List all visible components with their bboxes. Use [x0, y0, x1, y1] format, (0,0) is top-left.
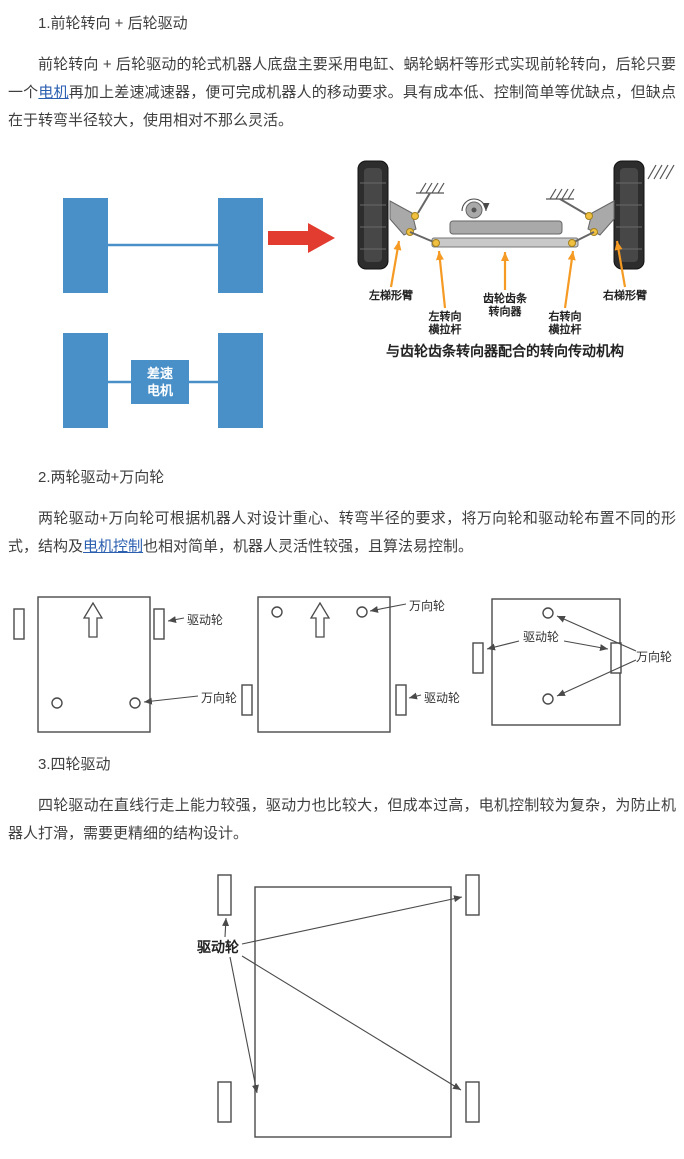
corner-fixed-mount	[647, 164, 675, 180]
chassis-outline	[254, 886, 452, 1138]
svg-text:齿轮齿条: 齿轮齿条	[483, 291, 528, 305]
right-caster-wheel	[356, 606, 368, 618]
chassis-outline	[37, 596, 151, 733]
bottom-caster-wheel	[542, 693, 554, 705]
chassis-outline	[257, 596, 391, 733]
section2-paragraph: 两轮驱动+万向轮可根据机器人对设计重心、转弯半径的要求，将万向轮和驱动轮布置不同…	[8, 505, 676, 561]
caster-wheel-label: 万向轮	[409, 598, 445, 613]
top-caster-wheel	[542, 607, 554, 619]
diff-motor-label-line2: 电机	[147, 383, 173, 398]
caster-wheel-label: 万向轮	[636, 649, 672, 664]
diff-motor-box	[131, 360, 189, 404]
label-right-tie-rod: 右转向 横拉杆	[548, 250, 582, 336]
steering-mechanism-diagram: 左梯形臂 左转向 横拉杆 齿轮齿条 转向器 右转向 横拉杆 右梯形臂 与齿轮	[357, 160, 675, 359]
label-rack-pinion-steer: 齿轮齿条 转向器	[483, 252, 528, 318]
right-drive-wheel	[610, 642, 622, 674]
section1-paragraph: 前轮转向 + 后轮驱动的轮式机器人底盘主要采用电缸、蜗轮蜗杆等形式实现前轮转向，…	[8, 51, 676, 135]
left-drive-wheel	[241, 684, 253, 716]
label-right-arm: 右梯形臂	[602, 240, 647, 302]
red-arrow	[268, 223, 335, 253]
caster-wheel-label: 万向轮	[201, 690, 237, 705]
figure-four-wheel-drive: 驱动轮	[197, 874, 480, 1138]
direction-arrow	[82, 601, 104, 638]
drive-wheel-label: 驱动轮	[197, 939, 239, 955]
front-right-wheel-block	[218, 198, 263, 293]
rear-right-wheel-block	[218, 333, 263, 428]
layout-c: 驱动轮 万向轮	[472, 598, 672, 726]
front-right-drive-wheel	[465, 874, 480, 916]
section2-text-1: 两轮驱动+万向轮可根据机器人对设计重心、转弯半径的要求，将万向轮和驱动轮布置不同…	[8, 510, 676, 555]
section2-title: 2.两轮驱动+万向轮	[38, 469, 165, 486]
rear-left-drive-wheel	[217, 1081, 232, 1123]
rotation-arrow	[461, 198, 490, 212]
front-left-wheel-block	[63, 198, 108, 293]
diff-motor-label-line1: 差速	[147, 366, 173, 381]
right-knuckle-arm	[585, 200, 615, 236]
rack-housing	[449, 220, 563, 235]
right-drive-wheel	[153, 608, 165, 640]
svg-text:横拉杆: 横拉杆	[549, 322, 582, 336]
section2-text-2: 也相对简单，机器人灵活性较强，且算法易控制。	[143, 538, 474, 555]
svg-text:转向器: 转向器	[489, 304, 523, 318]
rack-and-pinion	[409, 198, 595, 248]
left-fixed-mount	[416, 182, 445, 214]
rear-right-drive-wheel	[465, 1081, 480, 1123]
center-fixed-mount	[546, 188, 590, 217]
rack-bar	[431, 237, 579, 248]
motor-control-link[interactable]: 电机控制	[83, 538, 144, 555]
left-tire	[357, 160, 389, 270]
section1-title: 1.前轮转向 + 后轮驱动	[38, 15, 188, 32]
svg-text:右梯形臂: 右梯形臂	[602, 288, 647, 302]
left-knuckle-arm	[389, 200, 419, 236]
svg-text:左梯形臂: 左梯形臂	[368, 288, 413, 302]
figure-two-wheel-drive-layouts: 驱动轮 万向轮 万向轮 驱动轮 驱动轮 万向轮	[13, 596, 672, 733]
svg-text:横拉杆: 横拉杆	[429, 322, 462, 336]
section3-text: 四轮驱动在直线行走上能力较强，驱动力也比较大，但成本过高，电机控制较为复杂，为防…	[8, 797, 676, 842]
section1-text-1: 前轮转向 + 后轮驱动的轮式机器人底盘主要采用电缸、蜗轮蜗杆等形式实现前轮转向，…	[8, 56, 676, 101]
right-drive-wheel	[395, 684, 407, 716]
four-wheel-chassis: 驱动轮	[197, 874, 480, 1138]
left-drive-wheel	[472, 642, 484, 674]
blue-chassis-diagram: 差速 电机	[63, 198, 263, 428]
left-caster-wheel	[51, 697, 63, 709]
section3-title: 3.四轮驱动	[38, 756, 111, 773]
left-drive-wheel	[13, 608, 25, 640]
front-left-drive-wheel	[217, 874, 232, 916]
drive-wheel-label: 驱动轮	[523, 630, 559, 644]
label-left-tie-rod: 左转向 横拉杆	[428, 250, 462, 336]
direction-arrow	[309, 601, 331, 638]
rear-left-wheel-block	[63, 333, 108, 428]
drive-wheel-label: 驱动轮	[424, 691, 460, 705]
left-caster-wheel	[271, 606, 283, 618]
right-caster-wheel	[129, 697, 141, 709]
chassis-outline	[491, 598, 621, 726]
section3-paragraph: 四轮驱动在直线行走上能力较强，驱动力也比较大，但成本过高，电机控制较为复杂，为防…	[8, 792, 676, 848]
svg-text:右转向: 右转向	[548, 309, 582, 323]
figure-front-steer-rear-drive: 差速 电机	[63, 160, 675, 428]
label-left-arm: 左梯形臂	[368, 240, 413, 302]
motor-link[interactable]: 电机	[38, 84, 69, 101]
layout-b: 万向轮 驱动轮	[241, 596, 460, 733]
svg-text:左转向: 左转向	[428, 309, 462, 323]
drive-wheel-label: 驱动轮	[187, 613, 223, 627]
layout-a: 驱动轮 万向轮	[13, 596, 237, 733]
section1-text-2: 再加上差速减速器，便可完成机器人的移动要求。具有成本低、控制简单等优缺点，但缺点…	[8, 84, 676, 129]
figure1-caption: 与齿轮齿条转向器配合的转向传动机构	[386, 343, 624, 359]
